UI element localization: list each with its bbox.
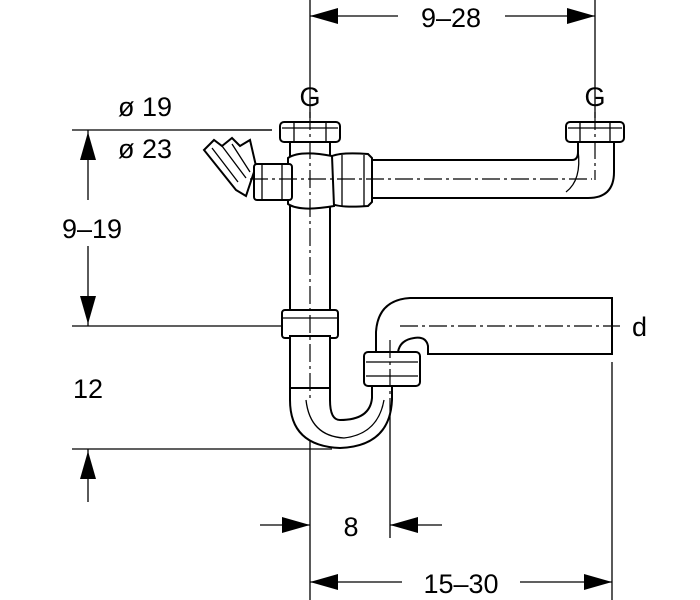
hose-connector-union [253, 163, 293, 201]
trap-u-bend-highlight [305, 399, 385, 439]
dim-reach-arrow-left [310, 574, 338, 590]
dim-inlet-arrow-down [80, 296, 96, 324]
dim-offset-arrow-left [282, 517, 310, 533]
outlet-diameter-label: d [632, 312, 647, 342]
dim-inlet-offset-label: 8 [343, 512, 358, 542]
hose-connector-barb [202, 136, 258, 198]
dim-top-width-label: 9–28 [421, 3, 481, 33]
dim-top-arrow-right [567, 8, 595, 24]
trap-outlet-nut [363, 351, 421, 387]
thread-label-left: G [299, 82, 320, 112]
thread-label-right: G [584, 82, 605, 112]
dim-offset-arrow-right [390, 517, 418, 533]
hose-connector-ridges [211, 143, 251, 183]
connector-diameter-large-label: ø 23 [118, 134, 172, 164]
connector-diameter-small-label: ø 19 [118, 92, 172, 122]
branch-coupling-collar [331, 152, 373, 208]
dim-top-arrow-left [310, 8, 338, 24]
dim-reach-arrow-right [584, 574, 612, 590]
dim-inlet-arrow-up [80, 132, 96, 160]
dim-inlet-height-label: 9–19 [62, 214, 122, 244]
second-inlet-elbow [341, 139, 615, 199]
dim-outlet-reach-label: 15–30 [423, 569, 498, 599]
main-riser-tee-junction [287, 152, 336, 210]
dim-seal-arrow-up [80, 451, 96, 479]
second-inlet-elbow-shading [565, 149, 580, 193]
dim-trap-seal-label: 12 [73, 374, 103, 404]
